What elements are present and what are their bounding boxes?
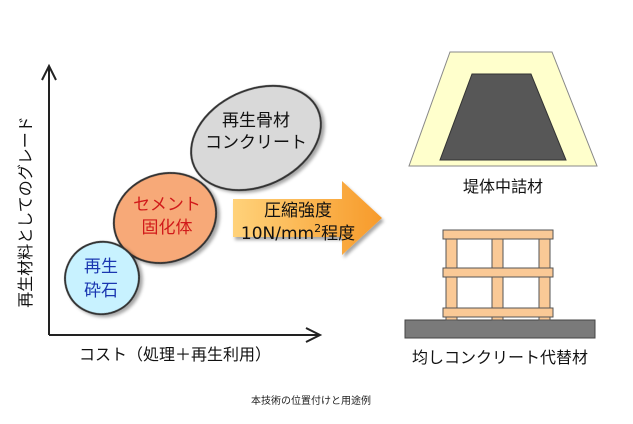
embankment-illustration <box>408 51 598 167</box>
axes <box>41 63 323 343</box>
ellipse-gray-label-2: コンクリート <box>205 133 307 153</box>
leveling-concrete-illustration <box>404 229 596 339</box>
arrow-shape <box>233 181 382 255</box>
arrow-label-2: 10N/mm2程度 <box>241 222 355 244</box>
ellipse-orange-label-2: 固化体 <box>142 218 193 238</box>
ellipse-gray-shape <box>190 84 322 192</box>
arrow-label-2-suffix: 程度 <box>321 224 355 244</box>
ellipse-gray-label-1: 再生骨材 <box>222 111 290 131</box>
ellipse-cyan-label-1: 再生 <box>84 257 118 277</box>
ellipse-orange-shape <box>112 171 218 265</box>
arrow-label-1: 圧縮強度 <box>264 201 332 221</box>
x-axis-label: コスト（処理＋再生利用） <box>79 345 271 364</box>
slab <box>404 319 596 339</box>
arrow-label-2-prefix: 10N/mm <box>241 224 314 244</box>
frame-beam-middle <box>442 267 554 278</box>
arrow-label-2-sup: 2 <box>314 222 321 235</box>
ellipse-recycled-crushed-stone: 再生 砕石 <box>64 240 140 316</box>
ellipse-cyan-label-2: 砕石 <box>84 281 118 301</box>
strength-arrow: 圧縮強度 10N/mm2程度 <box>233 181 382 255</box>
leveling-label: 均しコンクリート代替材 <box>412 348 588 367</box>
y-axis-arrowhead <box>41 63 57 81</box>
figure-caption: 本技術の位置付けと用途例 <box>251 394 371 407</box>
frame-beam-bottom <box>442 307 554 318</box>
y-axis-label: 再生材料としてのグレード <box>16 116 35 308</box>
frame-beam-top <box>442 229 554 240</box>
x-axis-arrowhead <box>305 327 323 343</box>
frame <box>442 229 554 321</box>
ellipse-cement-solidified: セメント 固化体 <box>112 171 218 265</box>
embankment-label: 堤体中詰材 <box>463 177 543 196</box>
ellipse-recycled-aggregate-concrete: 再生骨材 コンクリート <box>190 84 322 192</box>
ellipse-cyan-shape <box>64 240 140 316</box>
embankment-core <box>439 73 567 161</box>
ellipse-orange-label-1: セメント <box>133 195 201 215</box>
